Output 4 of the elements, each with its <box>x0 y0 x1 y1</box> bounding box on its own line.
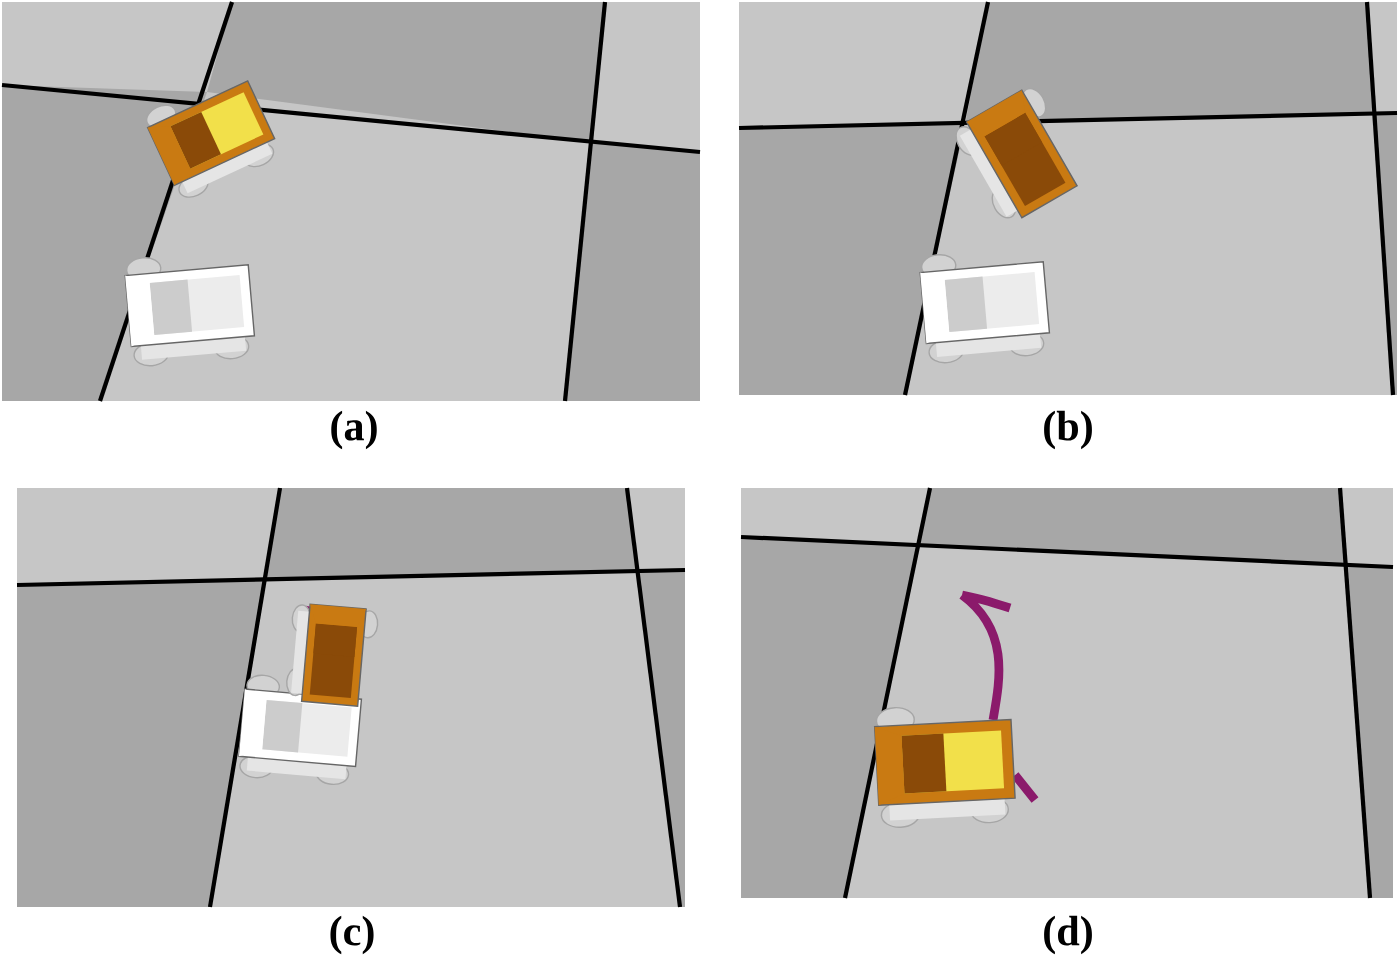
panel-caption: (d) <box>1044 915 1092 955</box>
panel-caption: (c) <box>330 915 374 955</box>
panel-caption: (a) <box>331 410 377 450</box>
panel-caption: (b) <box>1044 410 1092 450</box>
